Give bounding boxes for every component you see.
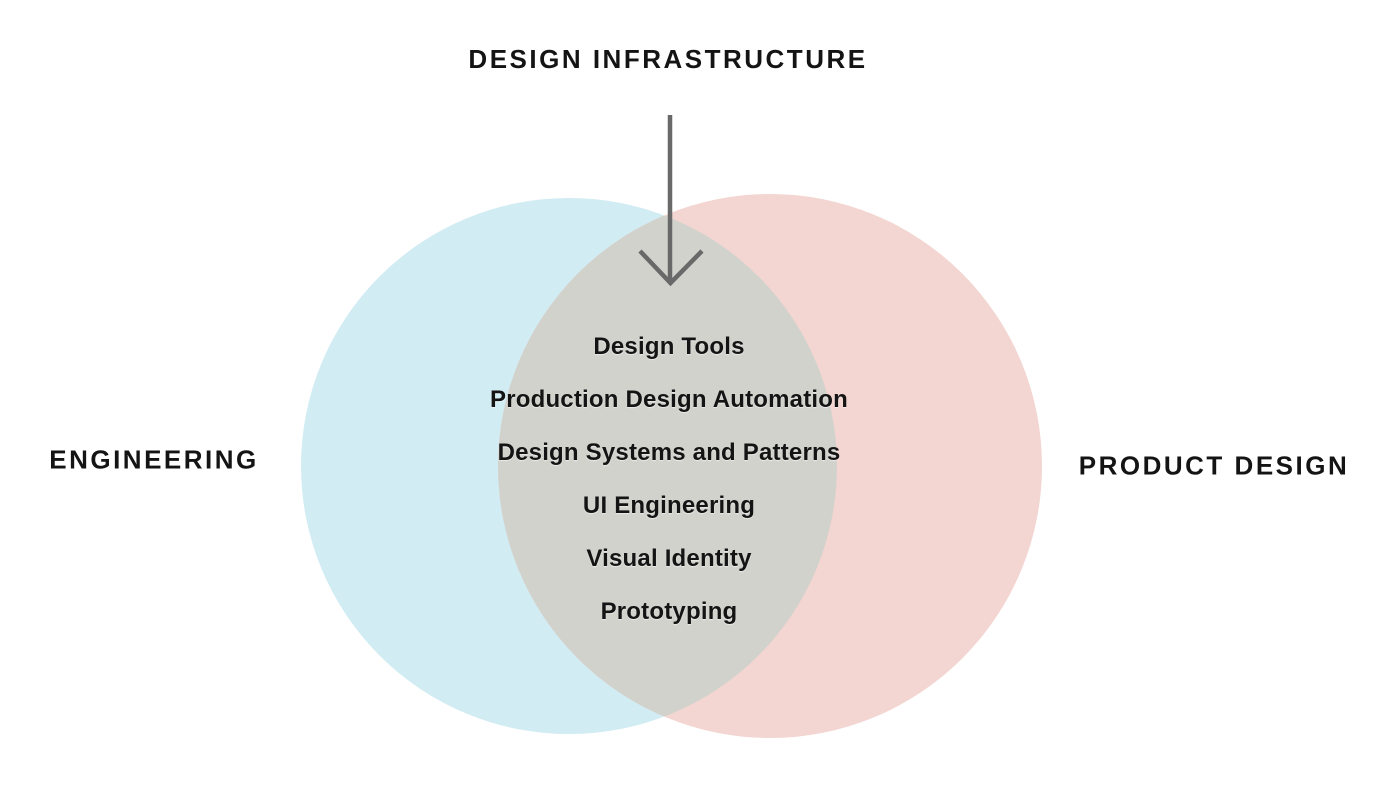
intersection-item: Production Design Automation bbox=[489, 386, 849, 413]
intersection-region bbox=[498, 198, 837, 734]
intersection-item: Prototyping bbox=[600, 598, 738, 625]
intersection-items: Design Tools Production Design Automatio… bbox=[490, 320, 848, 638]
intersection-item: UI Engineering bbox=[582, 492, 756, 519]
intersection-item: Design Systems and Patterns bbox=[497, 439, 841, 466]
down-arrow-icon bbox=[638, 115, 704, 287]
intersection-item: Visual Identity bbox=[586, 545, 752, 572]
intersection-item: Design Tools bbox=[593, 333, 745, 360]
diagram-title: DESIGN INFRASTRUCTURE bbox=[468, 44, 868, 74]
left-circle-label: ENGINEERING bbox=[49, 444, 259, 475]
right-circle-label: PRODUCT DESIGN bbox=[1078, 450, 1350, 481]
